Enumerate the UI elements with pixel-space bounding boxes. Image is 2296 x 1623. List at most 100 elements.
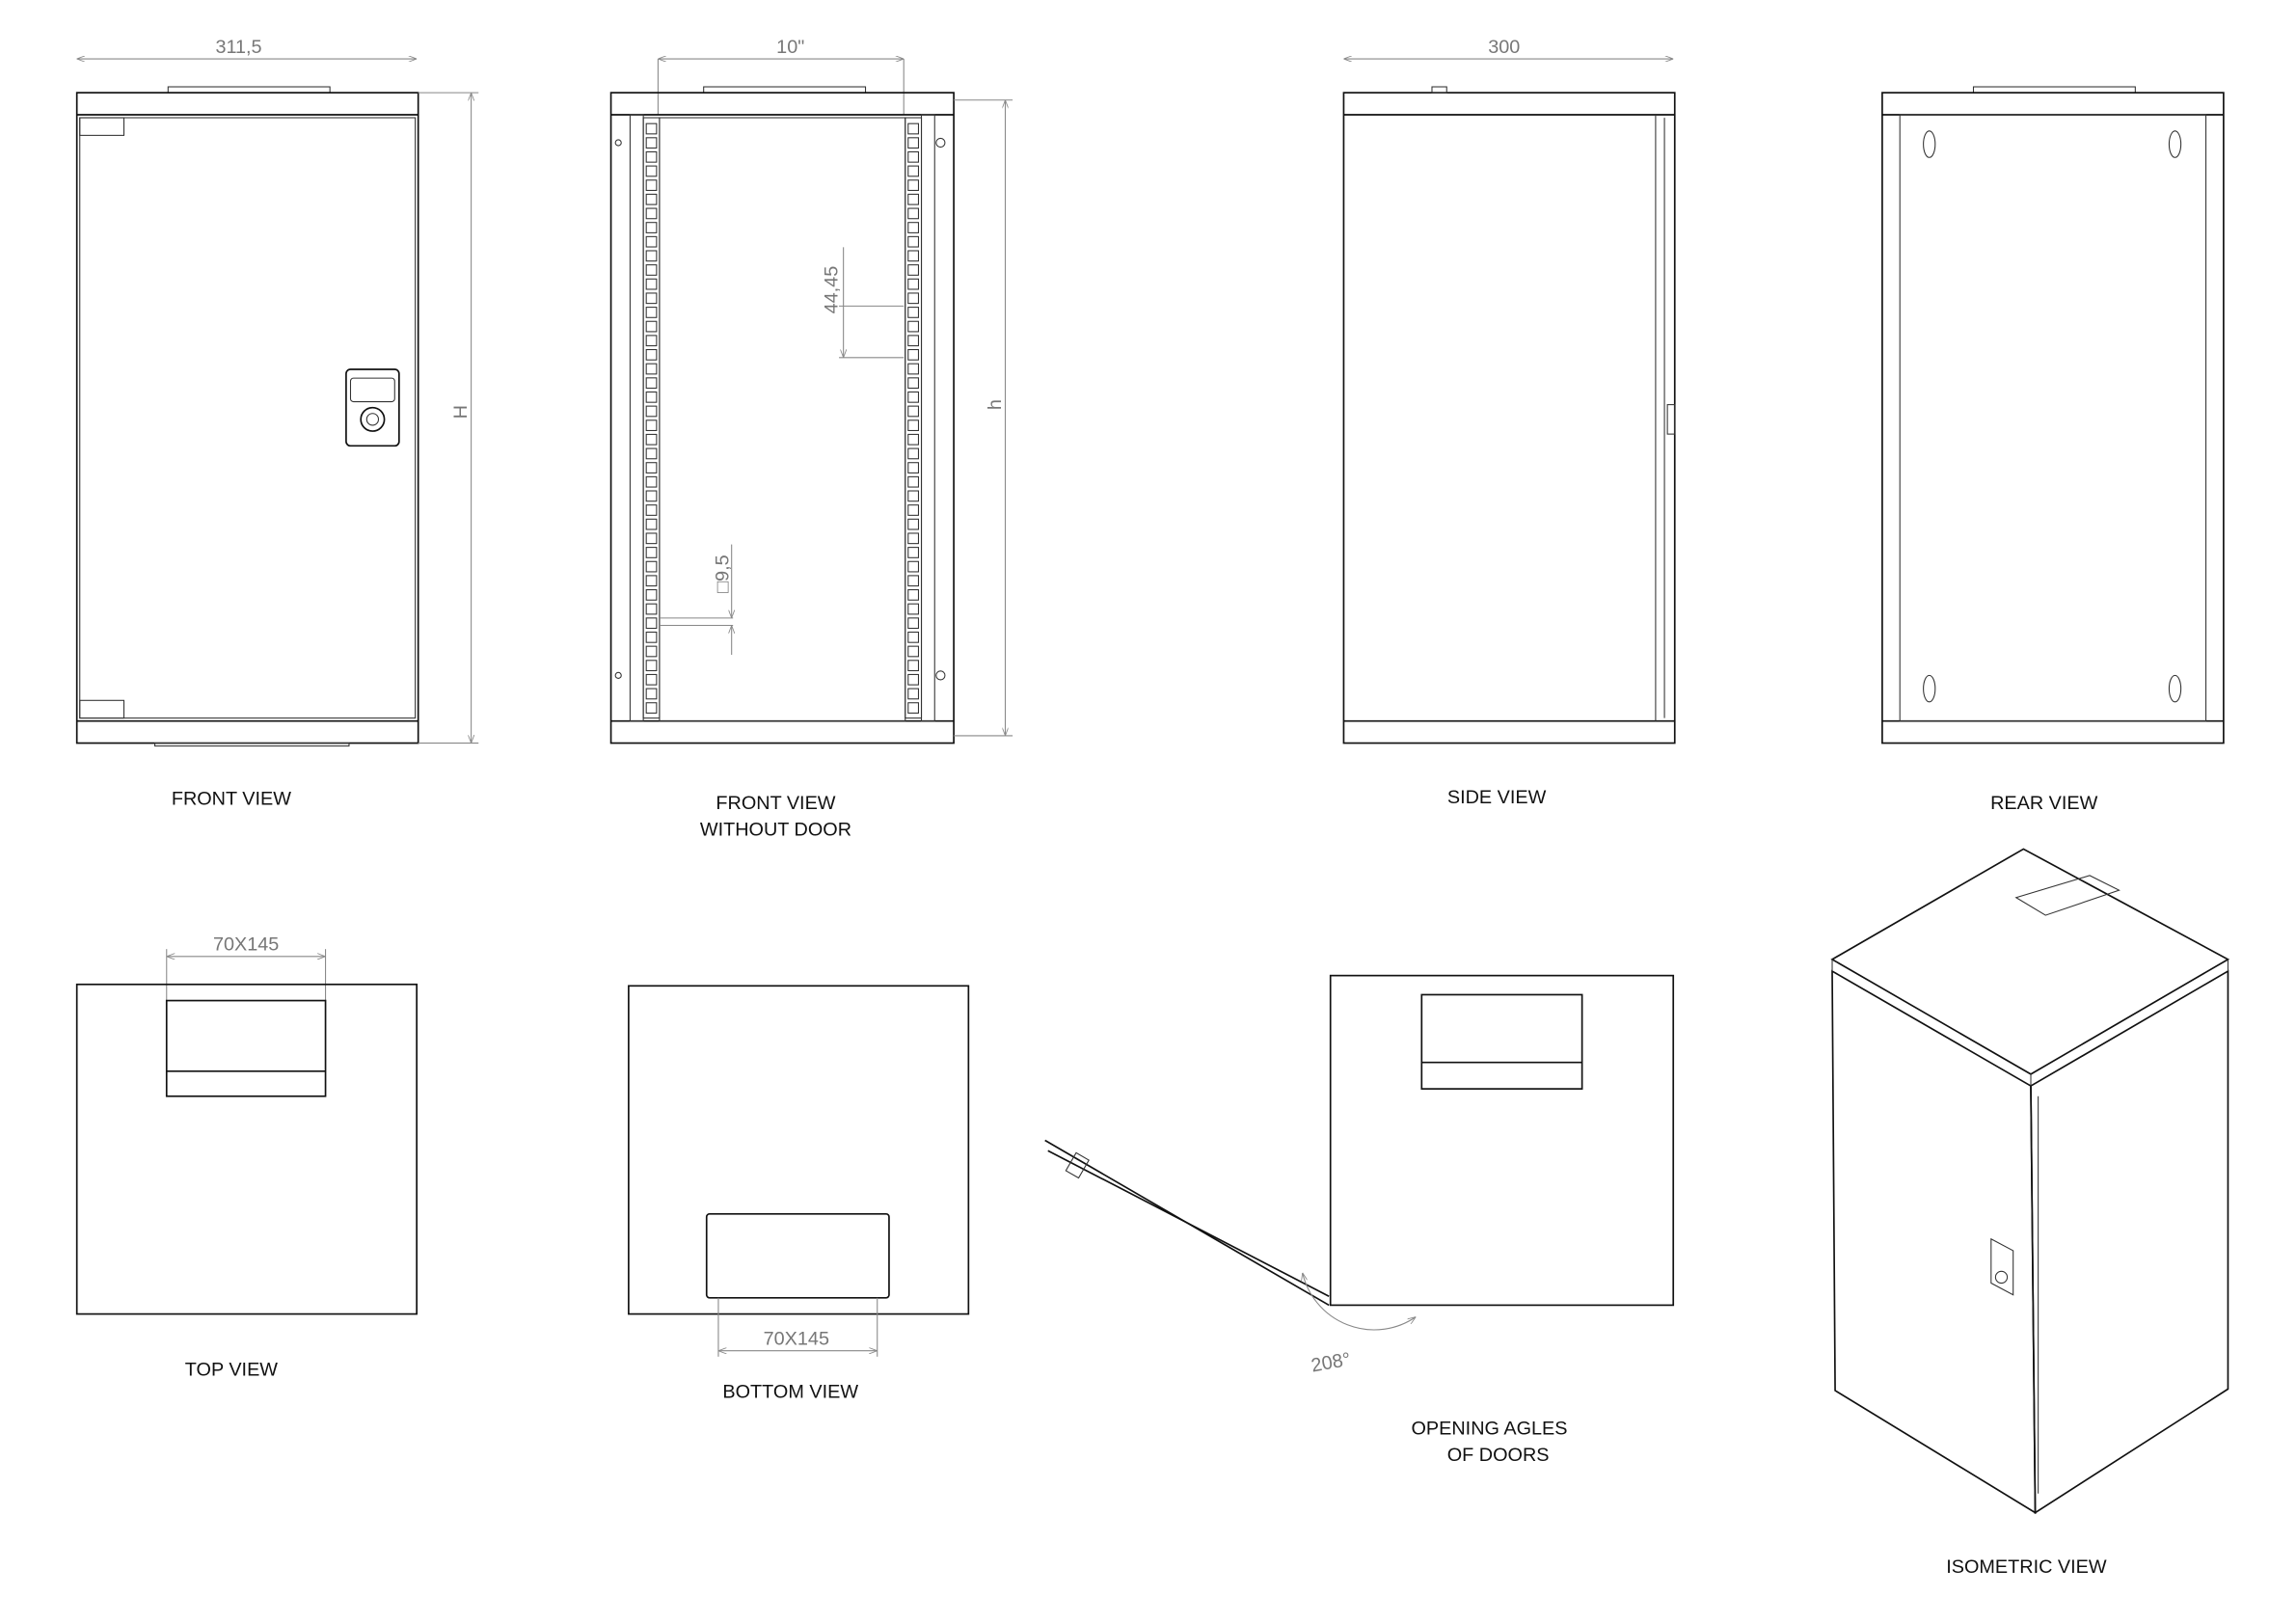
rack-square-hole — [645, 645, 658, 658]
rack-square-hole — [645, 292, 658, 305]
rear-view-label: REAR VIEW — [1990, 793, 2098, 814]
rack-square-hole — [645, 150, 658, 163]
rack-square-hole — [645, 617, 658, 630]
bottom-view-label: BOTTOM VIEW — [722, 1382, 858, 1403]
rack-square-hole — [907, 335, 920, 347]
isometric-view: ISOMETRIC VIEW — [1830, 848, 2230, 1578]
rack-square-hole — [645, 165, 658, 177]
rack-square-hole — [645, 518, 658, 530]
front-view: 311,5 H FRONT VIEW — [75, 37, 479, 810]
width-dimension: 311,5 — [215, 37, 261, 58]
rack-height-dimension: h — [985, 399, 1006, 410]
rack-rails — [642, 117, 923, 719]
rack-square-hole — [645, 363, 658, 375]
door-opening-view: 208° OPENING AGLES OF DOORS — [1044, 974, 1675, 1466]
rack-square-hole — [645, 575, 658, 587]
rack-square-hole — [645, 122, 658, 135]
rack-square-hole — [907, 560, 920, 573]
rack-square-hole — [907, 702, 920, 714]
rack-square-hole — [645, 193, 658, 205]
side-view: 300 SIDE VIEW — [1342, 37, 1676, 808]
opening-label-line1: OPENING AGLES — [1411, 1419, 1567, 1440]
rack-square-hole — [645, 660, 658, 672]
rack-square-hole — [907, 518, 920, 530]
rack-square-hole — [645, 504, 658, 516]
rack-square-hole — [907, 278, 920, 290]
front-view-label: FRONT VIEW — [172, 789, 291, 810]
rack-square-hole — [907, 645, 920, 658]
rack-square-hole — [645, 320, 658, 333]
rack-square-hole — [645, 405, 658, 418]
rack-square-hole — [907, 660, 920, 672]
rack-square-hole — [907, 363, 920, 375]
rack-square-hole — [907, 264, 920, 276]
rack-square-hole — [907, 419, 920, 431]
rack-square-hole — [907, 292, 920, 305]
rack-square-hole — [907, 222, 920, 233]
unit-pitch-dimension: 44,45 — [822, 266, 843, 314]
rack-square-hole — [645, 207, 658, 220]
rack-square-hole — [907, 447, 920, 460]
rack-square-hole — [907, 617, 920, 630]
hinge-top — [79, 117, 125, 136]
rack-square-hole — [907, 688, 920, 700]
rack-square-hole — [645, 179, 658, 191]
rack-square-hole — [645, 349, 658, 361]
front-without-door-label-line1: FRONT VIEW — [716, 793, 835, 814]
rack-square-hole — [645, 462, 658, 473]
rack-square-hole — [907, 504, 920, 516]
rack-square-hole — [645, 490, 658, 502]
rack-square-hole — [907, 462, 920, 473]
rack-square-hole — [645, 391, 658, 403]
rack-square-hole — [645, 589, 658, 601]
rack-square-hole — [907, 179, 920, 191]
rack-square-hole — [907, 137, 920, 149]
front-without-door-label-line2: WITHOUT DOOR — [700, 820, 851, 841]
rear-view: REAR VIEW — [1881, 86, 2225, 814]
top-view-label: TOP VIEW — [185, 1360, 279, 1381]
rack-rail — [642, 117, 661, 719]
rack-square-hole — [907, 320, 920, 333]
rack-square-hole — [907, 207, 920, 220]
rack-square-hole — [645, 137, 658, 149]
rack-square-hole — [907, 490, 920, 502]
rack-square-hole — [907, 193, 920, 205]
rack-square-hole — [907, 349, 920, 361]
rack-square-hole — [907, 405, 920, 418]
rack-square-hole — [645, 447, 658, 460]
height-dimension: H — [450, 405, 472, 419]
rack-square-hole — [907, 250, 920, 262]
rack-square-hole — [645, 433, 658, 446]
rack-square-hole — [907, 631, 920, 643]
rack-square-hole — [645, 603, 658, 615]
rack-square-hole — [907, 673, 920, 686]
rack-square-hole — [907, 547, 920, 558]
door — [79, 117, 417, 719]
rack-square-hole — [645, 419, 658, 431]
rack-square-hole — [645, 560, 658, 573]
rack-square-hole — [645, 547, 658, 558]
rack-square-hole — [645, 307, 658, 318]
rack-square-hole — [645, 222, 658, 233]
rack-square-hole — [907, 575, 920, 587]
rack-square-hole — [645, 235, 658, 248]
rack-square-hole — [907, 235, 920, 248]
rack-square-hole — [907, 475, 920, 488]
bottom-cutout-dimension: 70X145 — [764, 1329, 829, 1350]
rack-square-hole — [907, 165, 920, 177]
rack-square-hole — [907, 433, 920, 446]
rack-square-hole — [907, 122, 920, 135]
front-view-without-door: 10" 44,45 □9,5 h FRONT VIEW WITHOUT DOOR — [609, 37, 1013, 841]
iso-door-lock — [1990, 1237, 2014, 1296]
bottom-view: 70X145 BOTTOM VIEW — [628, 985, 970, 1403]
door-lock — [345, 368, 400, 447]
wall-mount-holes — [1923, 130, 2182, 703]
rack-square-hole — [645, 250, 658, 262]
rack-square-hole — [645, 264, 658, 276]
rack-square-hole — [907, 391, 920, 403]
rack-square-hole — [907, 532, 920, 545]
isometric-view-label: ISOMETRIC VIEW — [1946, 1556, 2107, 1578]
depth-dimension: 300 — [1488, 37, 1520, 58]
rack-width-dimension: 10" — [776, 37, 804, 58]
